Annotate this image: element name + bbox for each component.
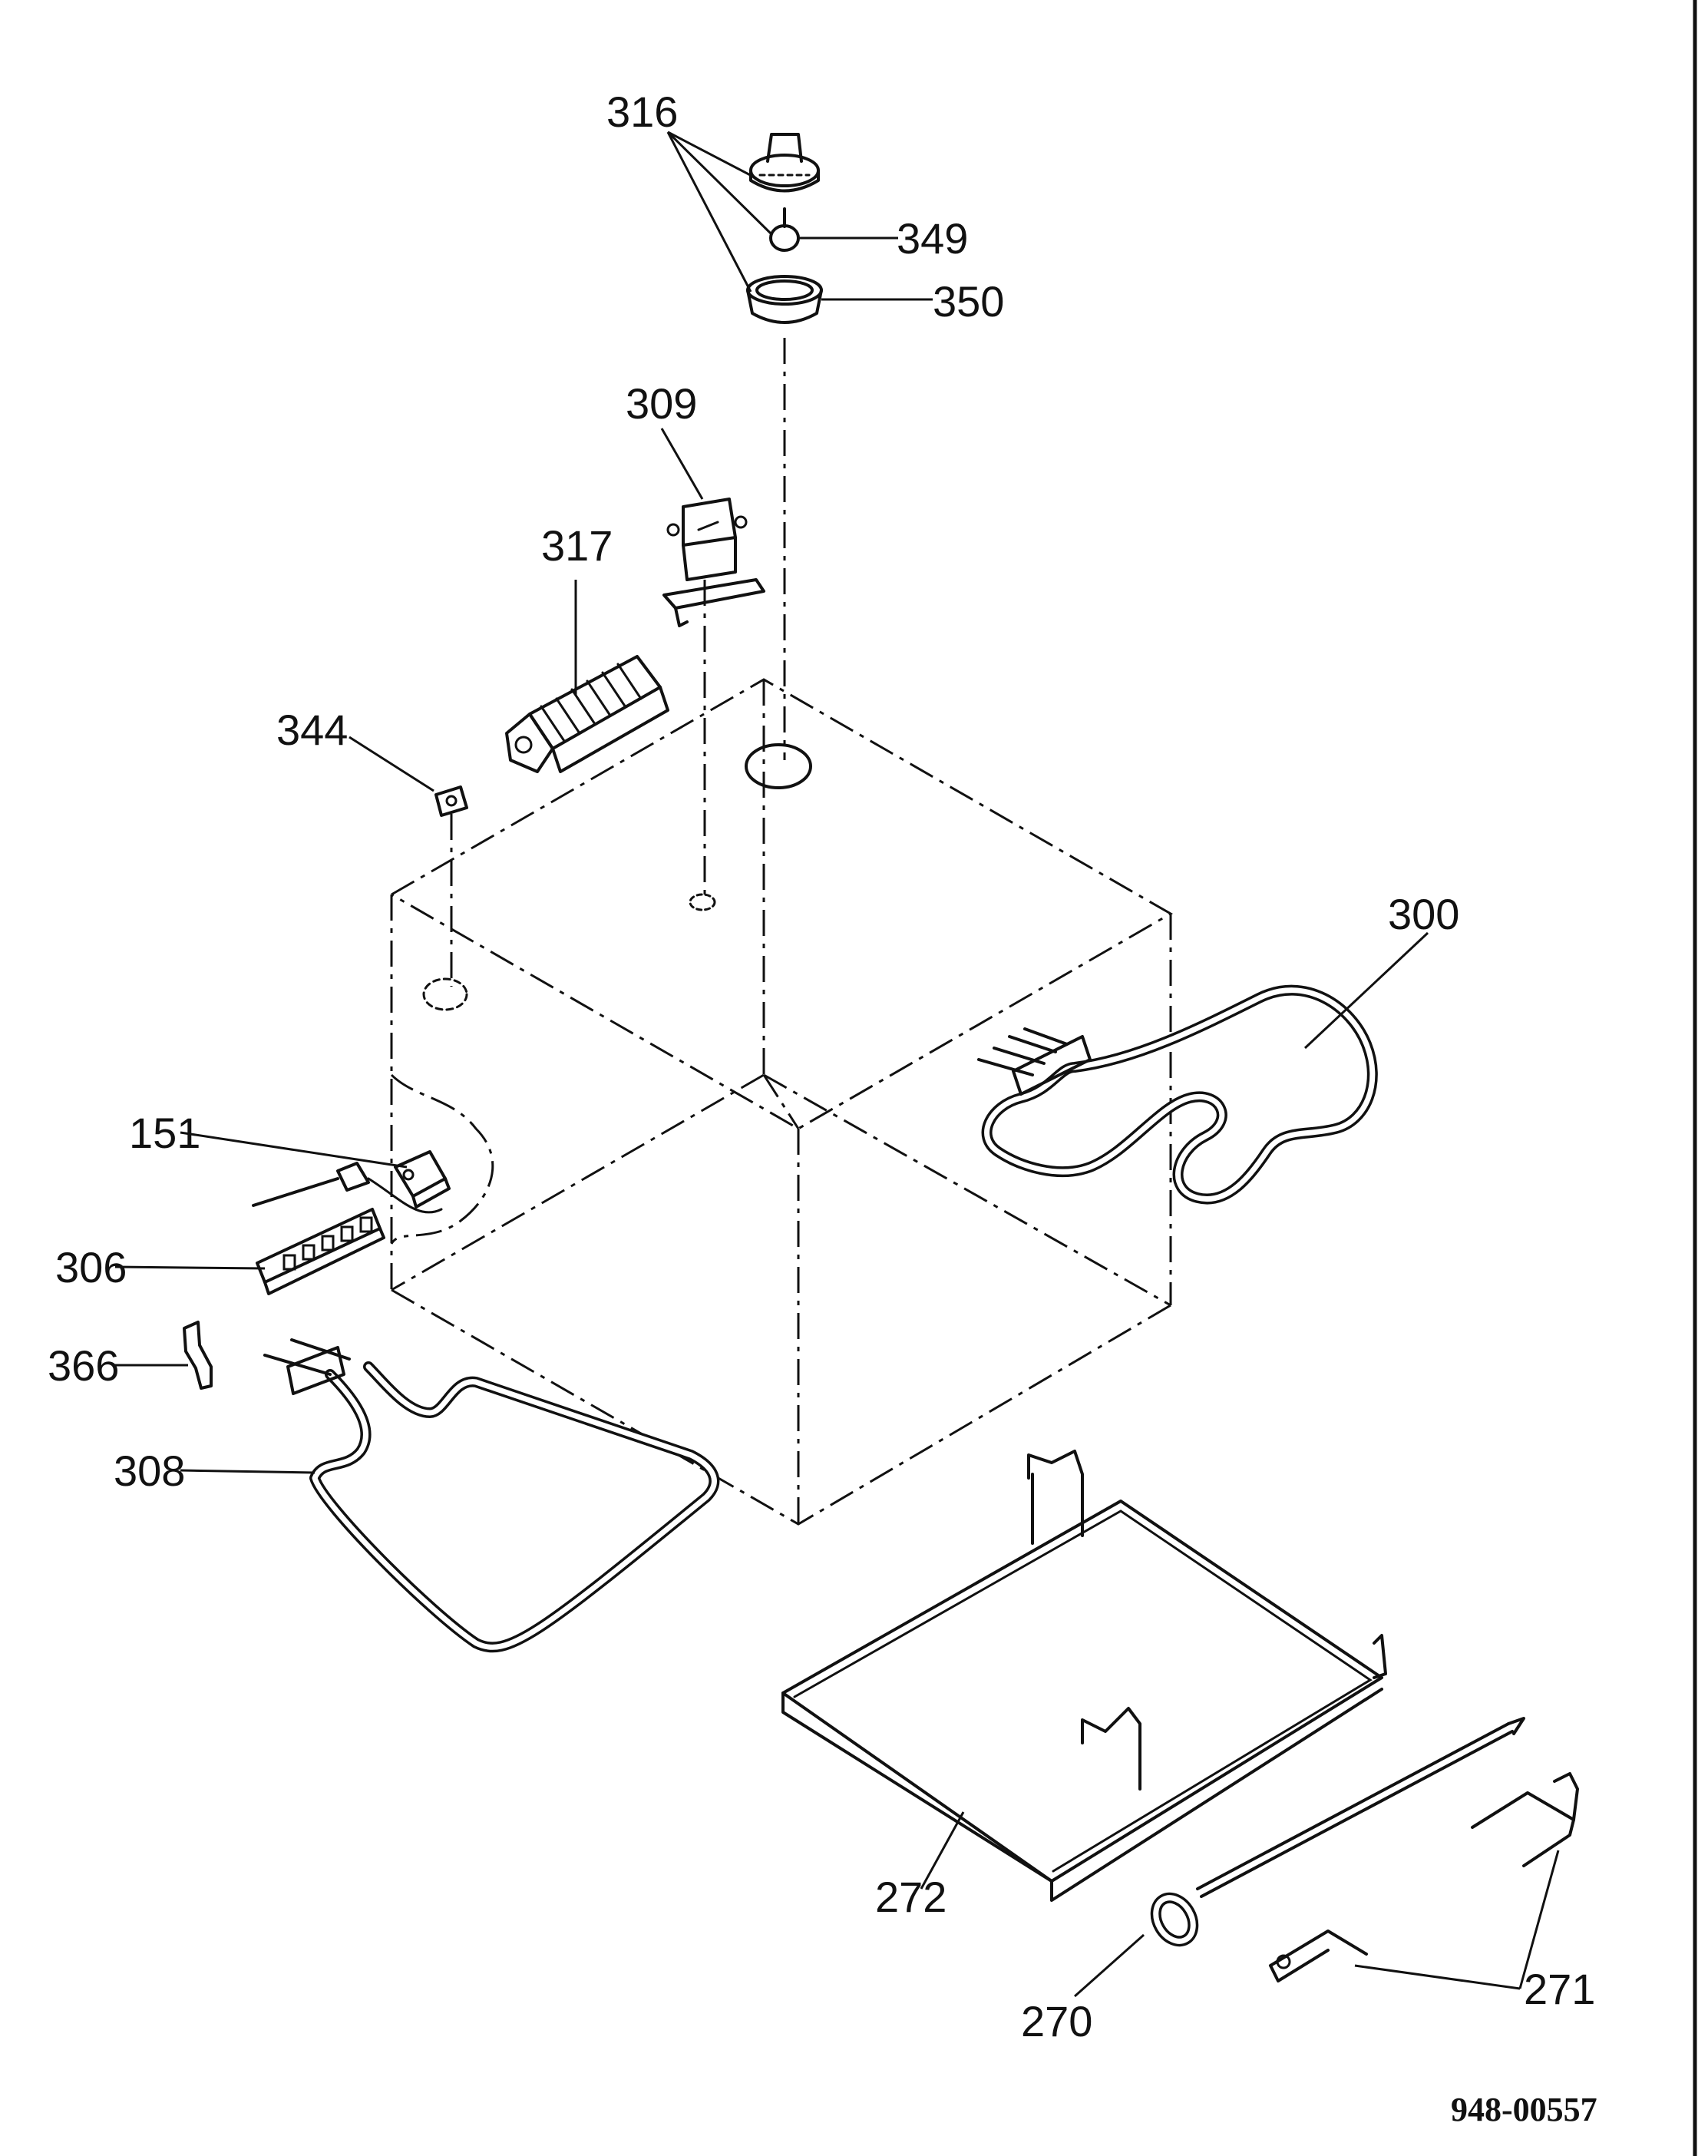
callout-300: 300: [1388, 890, 1459, 938]
thermostat-hole: [745, 743, 812, 789]
callout-316: 316: [606, 88, 678, 136]
callout-309: 309: [626, 379, 697, 428]
callout-349: 349: [897, 214, 968, 263]
callout-308: 308: [114, 1447, 185, 1495]
thermostat-151: [252, 1150, 451, 1214]
lamp-holder-344: [434, 785, 468, 817]
callout-151: 151: [129, 1109, 200, 1157]
callout-306: 306: [55, 1243, 127, 1291]
callout-350: 350: [933, 277, 1004, 326]
grill-element-300: [977, 984, 1378, 1205]
lamp-hole: [422, 977, 468, 1011]
document-number: 948-00557: [1451, 2091, 1597, 2128]
callout-270: 270: [1021, 1997, 1092, 2045]
callout-366: 366: [48, 1341, 119, 1390]
spit-forks-271: [1269, 1772, 1579, 1982]
callout-271: 271: [1524, 1965, 1595, 2013]
screw-349: [769, 207, 800, 252]
bottom-element-308: [263, 1338, 720, 1653]
bezel-350: [746, 275, 823, 324]
switch-309: [662, 498, 765, 627]
bracket-366: [183, 1321, 213, 1390]
fan-motor-317: [505, 655, 669, 773]
sensor-hole: [689, 893, 716, 911]
callout-344: 344: [276, 706, 348, 754]
leader-lines: [114, 131, 1560, 1998]
callout-317: 317: [541, 521, 613, 570]
wire-shelf-272: [781, 1450, 1387, 1902]
spit-270: [1150, 1717, 1525, 1947]
terminal-block-306: [256, 1208, 385, 1295]
callout-272: 272: [875, 1873, 947, 1921]
knob-316: [749, 133, 820, 193]
